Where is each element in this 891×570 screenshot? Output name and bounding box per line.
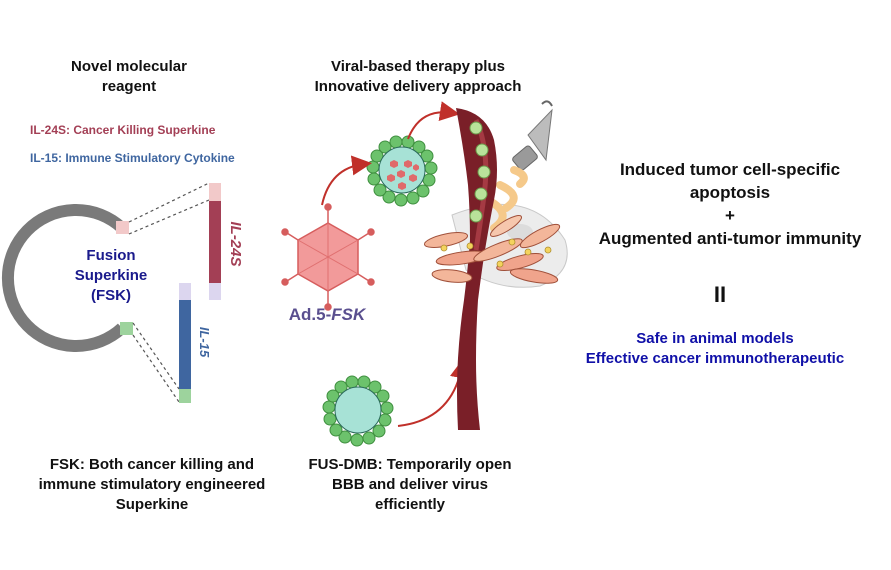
ring-label-line: Superkine [74, 267, 148, 284]
conclusion-text: Safe in animal models Effective cancer i… [560, 329, 870, 369]
middle-heading-line: Innovative delivery approach [314, 78, 522, 95]
legend-il24s: IL-24S: Cancer Killing Superkine [30, 123, 216, 137]
outcome-line: Induced tumor cell-specific [619, 160, 841, 179]
left-heading: Novel molecular reagent [34, 57, 224, 97]
middle-heading: Viral-based therapy plus Innovative deli… [288, 57, 548, 97]
vessel-illustration [423, 100, 568, 430]
ring-label: Fusion Superkine (FSK) [66, 246, 156, 306]
loaded-microbubble-icon [366, 135, 438, 207]
left-caption-line: Superkine [115, 496, 189, 513]
il24s-bar-label: IL-24S [227, 221, 244, 267]
ring-label-line: Fusion [86, 247, 136, 264]
ring-il15-end [120, 322, 133, 335]
ring-label-line: (FSK) [91, 287, 131, 304]
virus-label-suffix: FSK [331, 305, 366, 324]
middle-caption: FUS-DMB: Temporarily open BBB and delive… [290, 455, 530, 515]
middle-caption-line: BBB and deliver virus [332, 476, 488, 493]
middle-caption-line: FUS-DMB: Temporarily open [308, 456, 512, 473]
virus-label-prefix: Ad.5- [288, 305, 332, 324]
outcome-line: Augmented anti-tumor immunity [598, 229, 862, 248]
left-heading-line: Novel molecular [71, 58, 187, 75]
il15-bar [179, 283, 191, 403]
outcome-plus: + [725, 206, 735, 225]
fsk-ring [1, 204, 133, 352]
left-caption-line: immune stimulatory engineered [38, 476, 266, 493]
middle-caption-line: efficiently [374, 496, 446, 513]
virus-label: Ad.5-FSK [262, 305, 392, 325]
equals-sign: II [713, 282, 727, 307]
left-caption: FSK: Both cancer killing and immune stim… [12, 455, 292, 515]
outcome-text: Induced tumor cell-specific apoptosis + … [575, 158, 885, 250]
left-heading-line: reagent [101, 78, 157, 95]
connector-lines [128, 182, 210, 403]
conclusion-line: Effective cancer immunotherapeutic [585, 350, 845, 367]
outcome-line: apoptosis [689, 183, 771, 202]
il24s-bar [209, 183, 221, 300]
adenovirus-icon [281, 203, 375, 311]
empty-microbubble-icon [322, 375, 394, 447]
middle-heading-line: Viral-based therapy plus [331, 58, 505, 75]
ring-il24s-end [116, 221, 129, 234]
il15-bar-label: IL-15 [197, 326, 212, 358]
left-caption-line: FSK: Both cancer killing and [49, 456, 255, 473]
conclusion-line: Safe in animal models [636, 330, 794, 347]
legend-il15: IL-15: Immune Stimulatory Cytokine [30, 151, 235, 165]
